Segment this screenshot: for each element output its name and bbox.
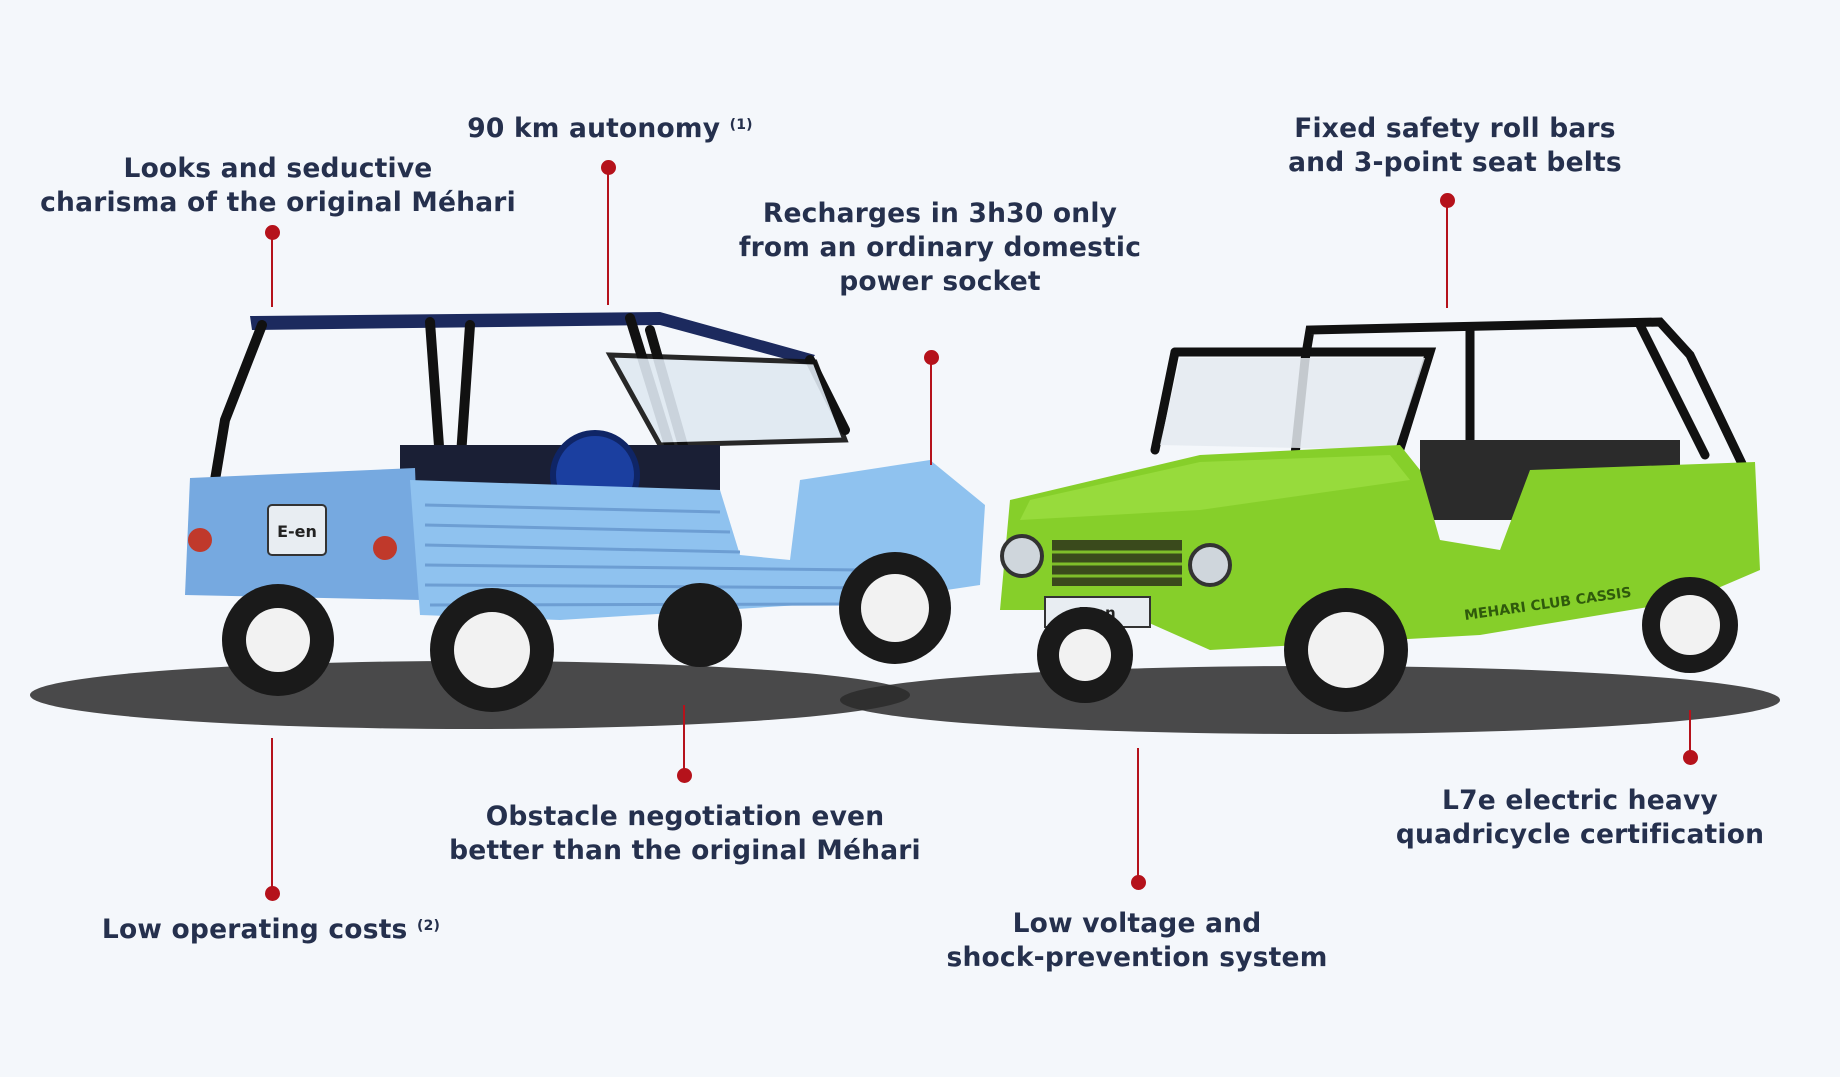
feature-recharge-stem xyxy=(930,357,932,465)
feature-looks-line1: Looks and seductive xyxy=(123,153,433,184)
feature-looks-stem xyxy=(271,232,273,307)
feature-voltage-line1: Low voltage and xyxy=(1012,908,1262,939)
blue-badge-plate xyxy=(267,504,327,556)
feature-costs-text: Low operating costs xyxy=(101,914,408,945)
feature-recharge-line3: power socket xyxy=(839,266,1041,297)
feature-autonomy-note: (1) xyxy=(729,117,753,133)
blue-vehicle: E-en xyxy=(185,312,985,712)
feature-obstacle-label: Obstacle negotiation even better than th… xyxy=(440,800,930,868)
feature-voltage-dot xyxy=(1131,875,1146,890)
feature-certification-dot xyxy=(1683,750,1698,765)
feature-recharge-label: Recharges in 3h30 only from an ordinary … xyxy=(720,197,1160,299)
feature-autonomy-label: 90 km autonomy (1) xyxy=(420,112,800,146)
feature-costs-dot xyxy=(265,886,280,901)
feature-certification-stem xyxy=(1689,710,1691,752)
feature-voltage-stem xyxy=(1137,748,1139,878)
feature-looks-line2: charisma of the original Méhari xyxy=(40,187,516,218)
feature-certification-label: L7e electric heavy quadricycle certifica… xyxy=(1380,784,1780,852)
feature-recharge-line2: from an ordinary domestic xyxy=(738,232,1142,263)
feature-obstacle-dot xyxy=(677,768,692,783)
feature-certification-line2: quadricycle certification xyxy=(1395,819,1765,850)
green-vehicle: E-en MEHARI CLUB CASSIS xyxy=(1000,317,1760,712)
blue-wheels xyxy=(222,552,951,712)
blue-badge: E-en xyxy=(277,522,317,541)
feature-certification-line1: L7e electric heavy xyxy=(1442,785,1718,816)
feature-looks-label: Looks and seductive charisma of the orig… xyxy=(40,152,516,220)
green-windshield xyxy=(1160,358,1425,450)
feature-recharge-line1: Recharges in 3h30 only xyxy=(762,198,1118,229)
green-wheels xyxy=(1037,577,1738,712)
feature-voltage-line2: shock-prevention system xyxy=(946,942,1328,973)
feature-costs-stem xyxy=(271,738,273,888)
blue-windshield xyxy=(605,352,849,448)
feature-autonomy-stem xyxy=(607,167,609,305)
feature-rollbars-line1: Fixed safety roll bars xyxy=(1294,113,1616,144)
feature-costs-label: Low operating costs (2) xyxy=(80,913,462,947)
feature-obstacle-stem xyxy=(683,705,685,771)
feature-obstacle-line1: Obstacle negotiation even xyxy=(485,801,885,832)
feature-rollbars-label: Fixed safety roll bars and 3-point seat … xyxy=(1260,112,1650,180)
feature-costs-note: (2) xyxy=(416,918,441,934)
feature-obstacle-line2: better than the original Méhari xyxy=(449,835,921,866)
blue-body xyxy=(410,460,985,620)
blue-canopy xyxy=(250,312,815,365)
feature-voltage-label: Low voltage and shock-prevention system xyxy=(920,907,1354,975)
feature-rollbars-line2: and 3-point seat belts xyxy=(1288,147,1622,178)
feature-autonomy-text: 90 km autonomy xyxy=(467,113,721,144)
feature-rollbars-stem xyxy=(1446,200,1448,308)
